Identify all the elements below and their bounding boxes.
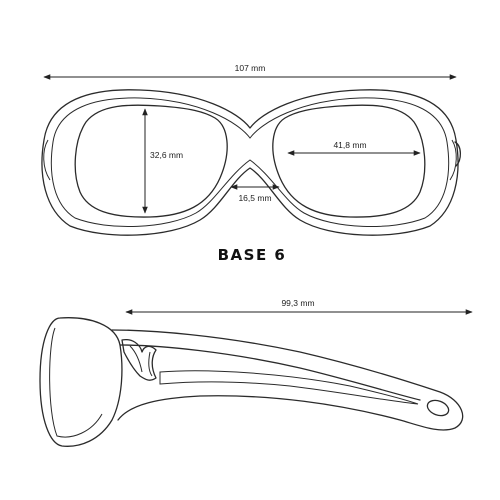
side-view: 99,3 mm bbox=[39, 298, 473, 447]
temple-hinge-inner bbox=[129, 345, 153, 377]
overall-width-label: 107 mm bbox=[235, 63, 266, 73]
frame-front-outline bbox=[41, 89, 459, 236]
temple-hinge-detail bbox=[121, 338, 157, 381]
temple-arm-outline bbox=[111, 329, 464, 431]
side-lens-edge bbox=[49, 327, 103, 438]
front-view: 107 mm 32,6 mm 41,8 mm 16,5 mm bbox=[41, 63, 462, 236]
lens-width-label: 41,8 mm bbox=[333, 140, 366, 150]
temple-tip-loop bbox=[426, 399, 450, 417]
bridge-width-label: 16,5 mm bbox=[238, 193, 271, 203]
right-lens bbox=[272, 104, 426, 218]
right-hinge bbox=[449, 139, 457, 181]
base-curve-label: BASE 6 bbox=[218, 246, 287, 264]
right-hinge-tab bbox=[454, 141, 462, 167]
left-lens bbox=[74, 104, 228, 218]
lens-height-label: 32,6 mm bbox=[150, 150, 183, 160]
frame-front-inner-rim bbox=[50, 97, 450, 228]
temple-length-label: 99,3 mm bbox=[281, 298, 314, 308]
left-hinge bbox=[43, 139, 51, 181]
temple-cutout bbox=[159, 370, 419, 405]
side-frame-front bbox=[39, 317, 123, 447]
